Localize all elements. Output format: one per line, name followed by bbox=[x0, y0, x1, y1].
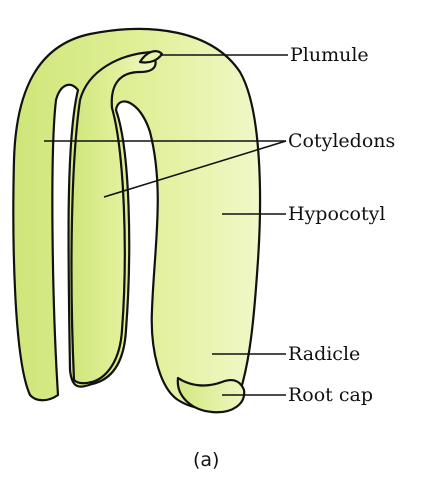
plumule-label: Plumule bbox=[290, 44, 369, 66]
figure-caption: (a) bbox=[193, 449, 219, 471]
hypocotyl-label: Hypocotyl bbox=[288, 203, 385, 225]
cotyledons-label: Cotyledons bbox=[288, 130, 395, 152]
radicle-label: Radicle bbox=[288, 343, 360, 365]
root-cap-label: Root cap bbox=[288, 384, 373, 406]
outer-cotyledon bbox=[13, 29, 260, 409]
